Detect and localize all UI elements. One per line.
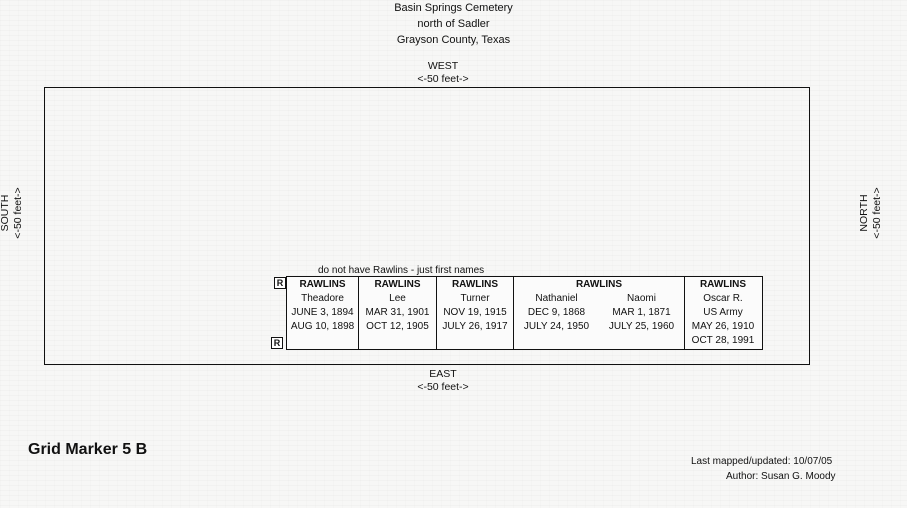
east-scale: <-50 feet->: [417, 381, 469, 393]
south-label: SOUTH: [0, 194, 11, 232]
surname-note: do not have Rawlins - just first names: [318, 265, 485, 276]
grid-marker-label: Grid Marker 5 B: [28, 441, 148, 458]
plot-first-name: Nathaniel: [535, 293, 578, 304]
plot-died-pair: JULY 24, 1950 JULY 25, 1960: [514, 320, 684, 334]
north-label-group: NORTH <-50 feet->: [858, 183, 884, 243]
west-label: WEST: [427, 60, 459, 72]
plot-names-pair: Nathaniel Naomi: [514, 292, 684, 306]
map-header: Basin Springs Cemetery north of Sadler G…: [0, 0, 907, 48]
east-label: EAST: [429, 368, 457, 380]
south-label-group: SOUTH <-50 feet->: [0, 183, 25, 243]
plot-military-service: US Army: [703, 307, 743, 318]
plot-born: JUNE 3, 1894: [291, 307, 354, 318]
plot-surname: RAWLINS: [575, 279, 623, 290]
row-marker-bottom: R: [271, 337, 283, 349]
west-label-group: WEST <-50 feet->: [393, 60, 493, 86]
row-marker-top: R: [274, 277, 286, 289]
plot-surname: RAWLINS: [374, 279, 421, 290]
plot-first-name: Naomi: [627, 293, 656, 304]
west-scale: <-50 feet->: [417, 73, 469, 85]
grave-plot-oscar: RAWLINS Oscar R. US Army MAY 26, 1910 OC…: [685, 277, 761, 349]
cemetery-section-outline: [44, 87, 810, 365]
plot-first-name: Theadore: [301, 293, 344, 304]
plot-first-name: Lee: [389, 293, 406, 304]
plot-died: OCT 28, 1991: [691, 335, 755, 346]
plot-surname: RAWLINS: [699, 279, 747, 290]
plot-born: MAR 31, 1901: [365, 307, 430, 318]
plot-first-name: Oscar R.: [703, 293, 743, 304]
plot-died: JULY 26, 1917: [442, 321, 508, 332]
plot-surname: RAWLINS: [451, 279, 499, 290]
south-scale: <-50 feet->: [12, 187, 24, 239]
grave-plot-nathaniel-naomi: RAWLINS Nathaniel Naomi DEC 9, 1868 MAR …: [514, 277, 685, 349]
north-scale: <-50 feet->: [871, 187, 883, 239]
last-mapped-date: Last mapped/updated: 10/07/05: [691, 456, 833, 467]
grave-plot-theadore: RAWLINS Theadore JUNE 3, 1894 AUG 10, 18…: [287, 277, 359, 349]
county-state: Grayson County, Texas: [396, 34, 511, 46]
plot-died: JULY 24, 1950: [523, 321, 590, 332]
grave-plots-row: RAWLINS Theadore JUNE 3, 1894 AUG 10, 18…: [286, 276, 763, 350]
plot-born: MAR 1, 1871: [612, 307, 671, 318]
cemetery-name: Basin Springs Cemetery: [394, 2, 513, 14]
plot-died: AUG 10, 1898: [290, 321, 355, 332]
plot-died: OCT 12, 1905: [366, 321, 429, 332]
cemetery-location: north of Sadler: [417, 18, 490, 30]
east-label-group: EAST <-50 feet->: [393, 368, 493, 394]
north-label: NORTH: [858, 194, 870, 232]
plot-born-pair: DEC 9, 1868 MAR 1, 1871: [514, 306, 684, 320]
plot-died: JULY 25, 1960: [608, 321, 675, 332]
plot-surname: RAWLINS: [299, 279, 346, 290]
plot-born: MAY 26, 1910: [691, 321, 755, 332]
plot-born: NOV 19, 1915: [443, 307, 507, 318]
grave-plot-turner: RAWLINS Turner NOV 19, 1915 JULY 26, 191…: [437, 277, 514, 349]
author-credit: Author: Susan G. Moody: [726, 471, 836, 482]
plot-born: DEC 9, 1868: [527, 307, 586, 318]
plot-first-name: Turner: [460, 293, 490, 304]
grave-plot-lee: RAWLINS Lee MAR 31, 1901 OCT 12, 1905: [359, 277, 437, 349]
